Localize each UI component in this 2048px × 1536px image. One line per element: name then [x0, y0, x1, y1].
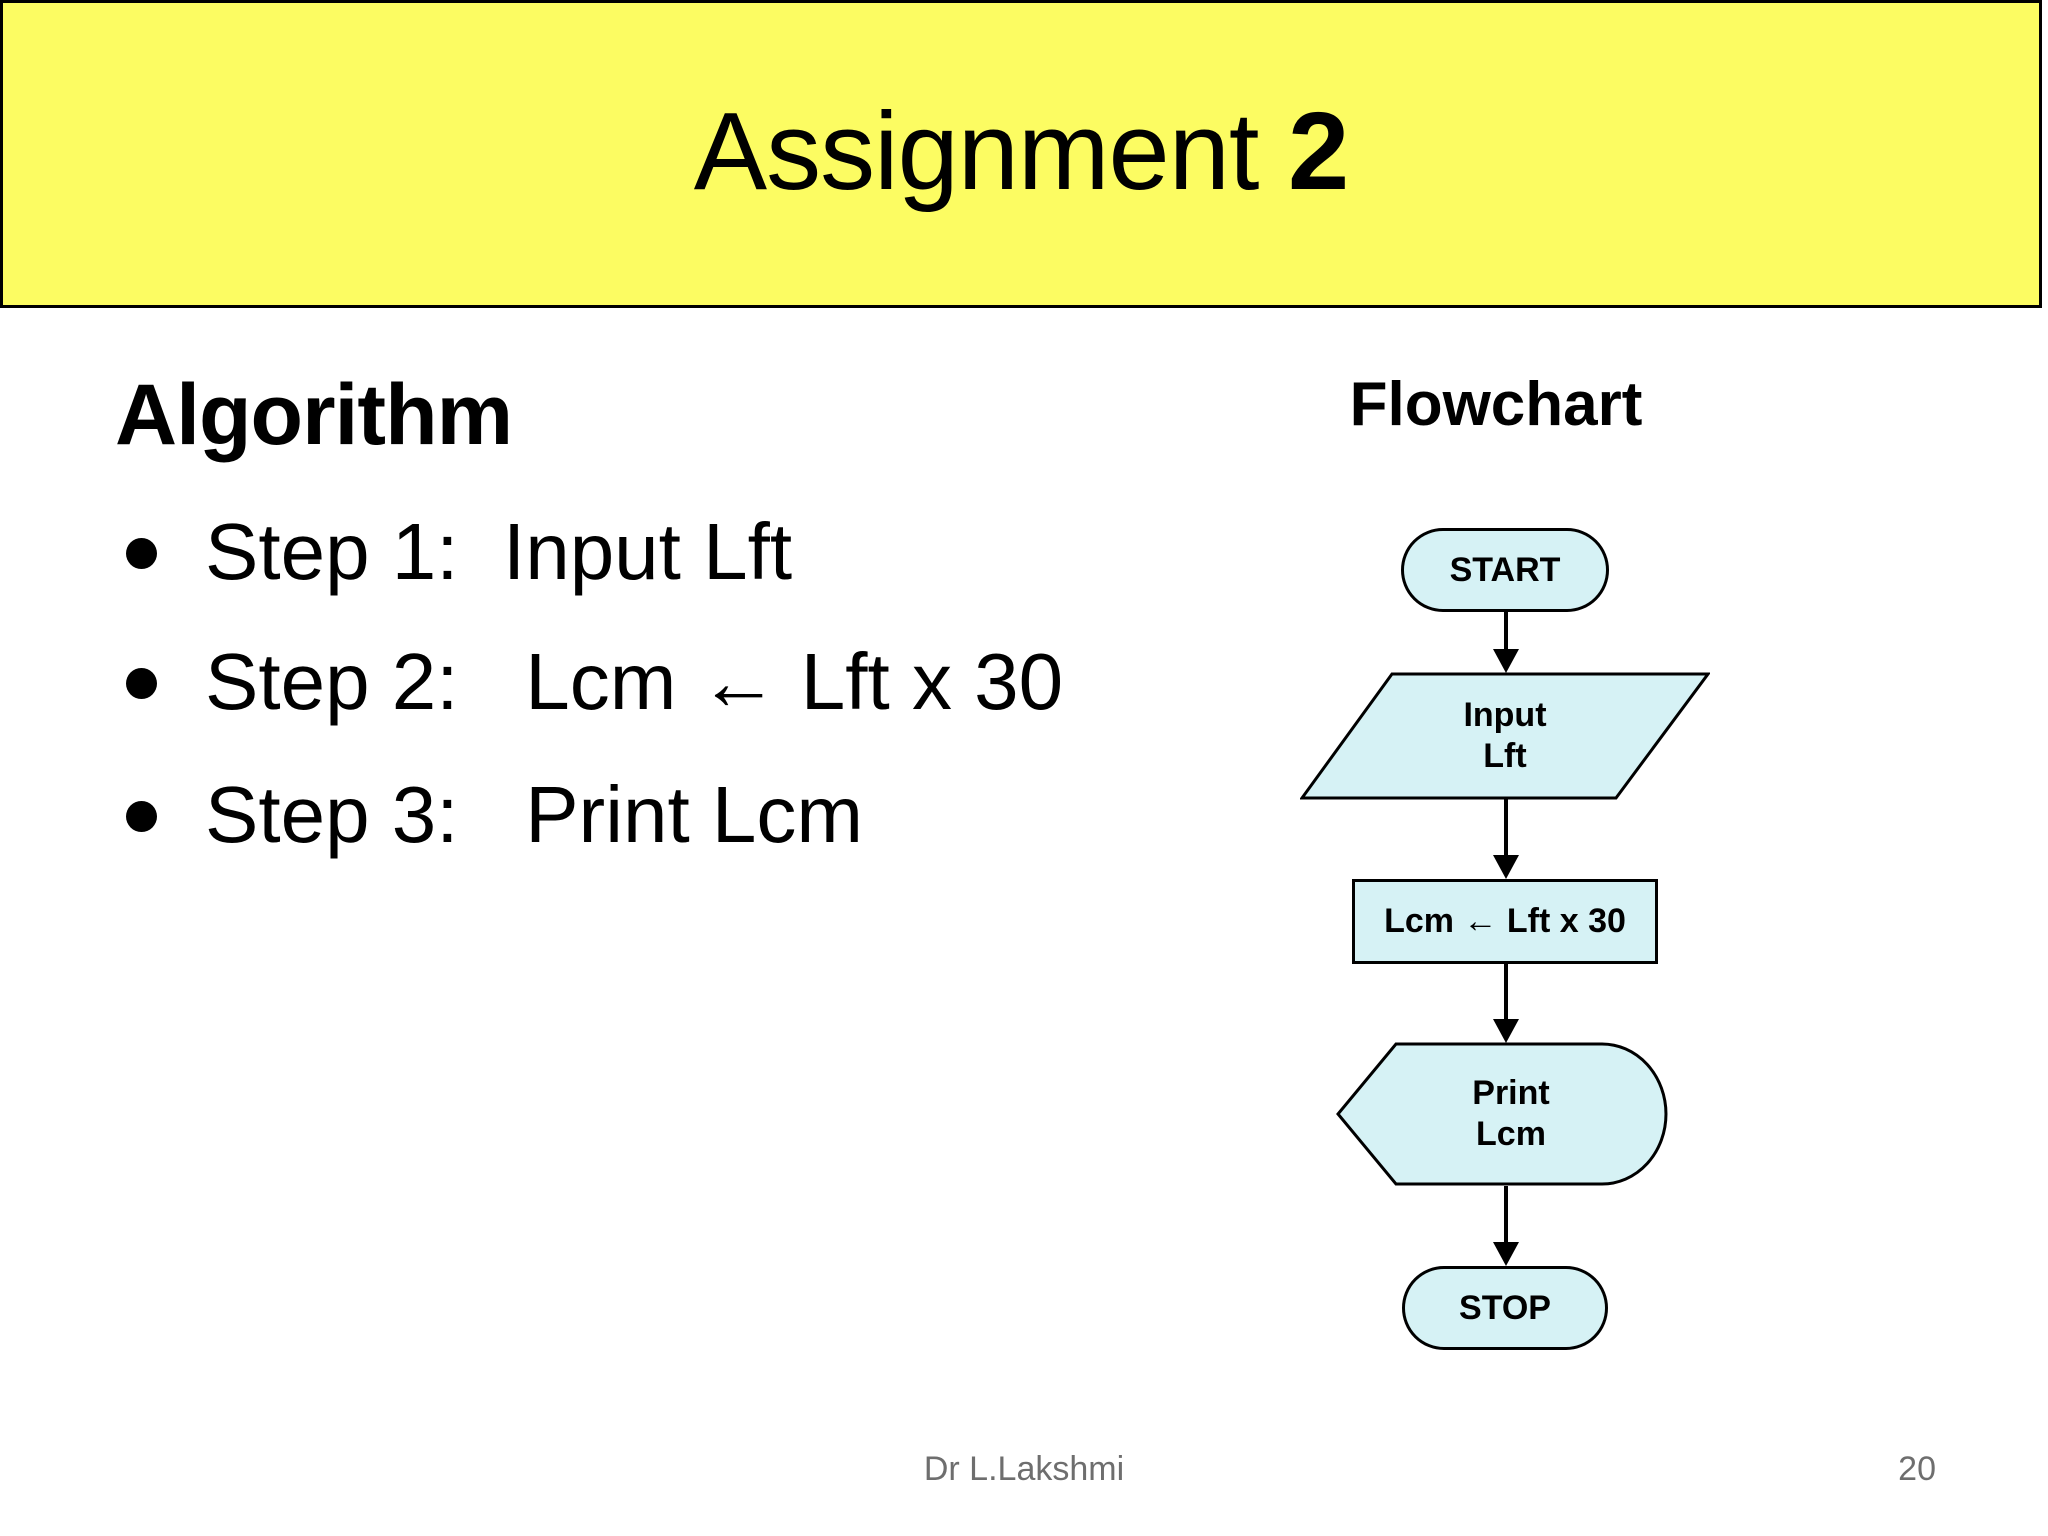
- algorithm-step-3: Step 3: Print Lcm: [115, 775, 863, 1095]
- flow-arrow: [1493, 963, 1519, 1043]
- display-label: Print Lcm: [1336, 1042, 1668, 1186]
- arrow-head-icon: [1493, 855, 1519, 879]
- algorithm-step-text: Step 3: Print Lcm: [205, 770, 864, 859]
- footer-author: Dr L.Lakshmi: [923, 1450, 1125, 1488]
- input-label-line1: Input: [1463, 696, 1547, 735]
- bullet-icon: [126, 538, 157, 569]
- algorithm-step-text: Step 2: Lcm ← Lft x 30: [205, 637, 1064, 726]
- title-banner: Assignment 2: [0, 0, 2042, 308]
- display-label-line2: Lcm: [1476, 1115, 1546, 1153]
- flowchart-heading: Flowchart: [1349, 370, 1643, 439]
- arrow-head-icon: [1493, 1019, 1519, 1043]
- flowchart-input-parallelogram: Input Lft: [1300, 672, 1710, 800]
- algorithm-step-2: Step 2: Lcm ← Lft x 30: [115, 642, 1063, 962]
- stop-label: STOP: [1459, 1288, 1551, 1327]
- arrow-head-icon: [1493, 649, 1519, 673]
- algorithm-heading: Algorithm: [115, 367, 513, 463]
- arrow-head-icon: [1493, 1242, 1519, 1266]
- flow-arrow: [1493, 1186, 1519, 1266]
- flowchart-start-terminator: START: [1401, 528, 1609, 612]
- display-label-line1: Print: [1472, 1074, 1550, 1113]
- start-label: START: [1449, 550, 1561, 589]
- arrow-line: [1504, 611, 1508, 653]
- slide-title-number: 2: [1288, 89, 1349, 213]
- arrow-line: [1504, 799, 1508, 859]
- flow-arrow: [1493, 799, 1519, 879]
- flow-arrow: [1493, 611, 1519, 673]
- input-label: Input Lft: [1300, 672, 1710, 800]
- bullet-icon: [126, 668, 157, 699]
- parallelogram-shape: [1300, 672, 1710, 800]
- algorithm-step-1: Step 1: Input Lft: [115, 512, 792, 832]
- slide-title-text: Assignment: [693, 89, 1289, 213]
- input-label-line2: Lft: [1483, 737, 1527, 775]
- display-shape: [1336, 1042, 1668, 1186]
- flowchart-display-shape: Print Lcm: [1336, 1042, 1668, 1186]
- process-label: Lcm ← Lft x 30: [1384, 902, 1626, 941]
- slide-title: Assignment 2: [693, 88, 1349, 221]
- flowchart-stop-terminator: STOP: [1402, 1266, 1608, 1350]
- flowchart-process-box: Lcm ← Lft x 30: [1352, 879, 1658, 964]
- arrow-line: [1504, 963, 1508, 1023]
- algorithm-step-text: Step 1: Input Lft: [205, 507, 793, 596]
- arrow-line: [1504, 1186, 1508, 1246]
- bullet-icon: [126, 801, 157, 832]
- footer-page-number: 20: [1898, 1450, 1936, 1488]
